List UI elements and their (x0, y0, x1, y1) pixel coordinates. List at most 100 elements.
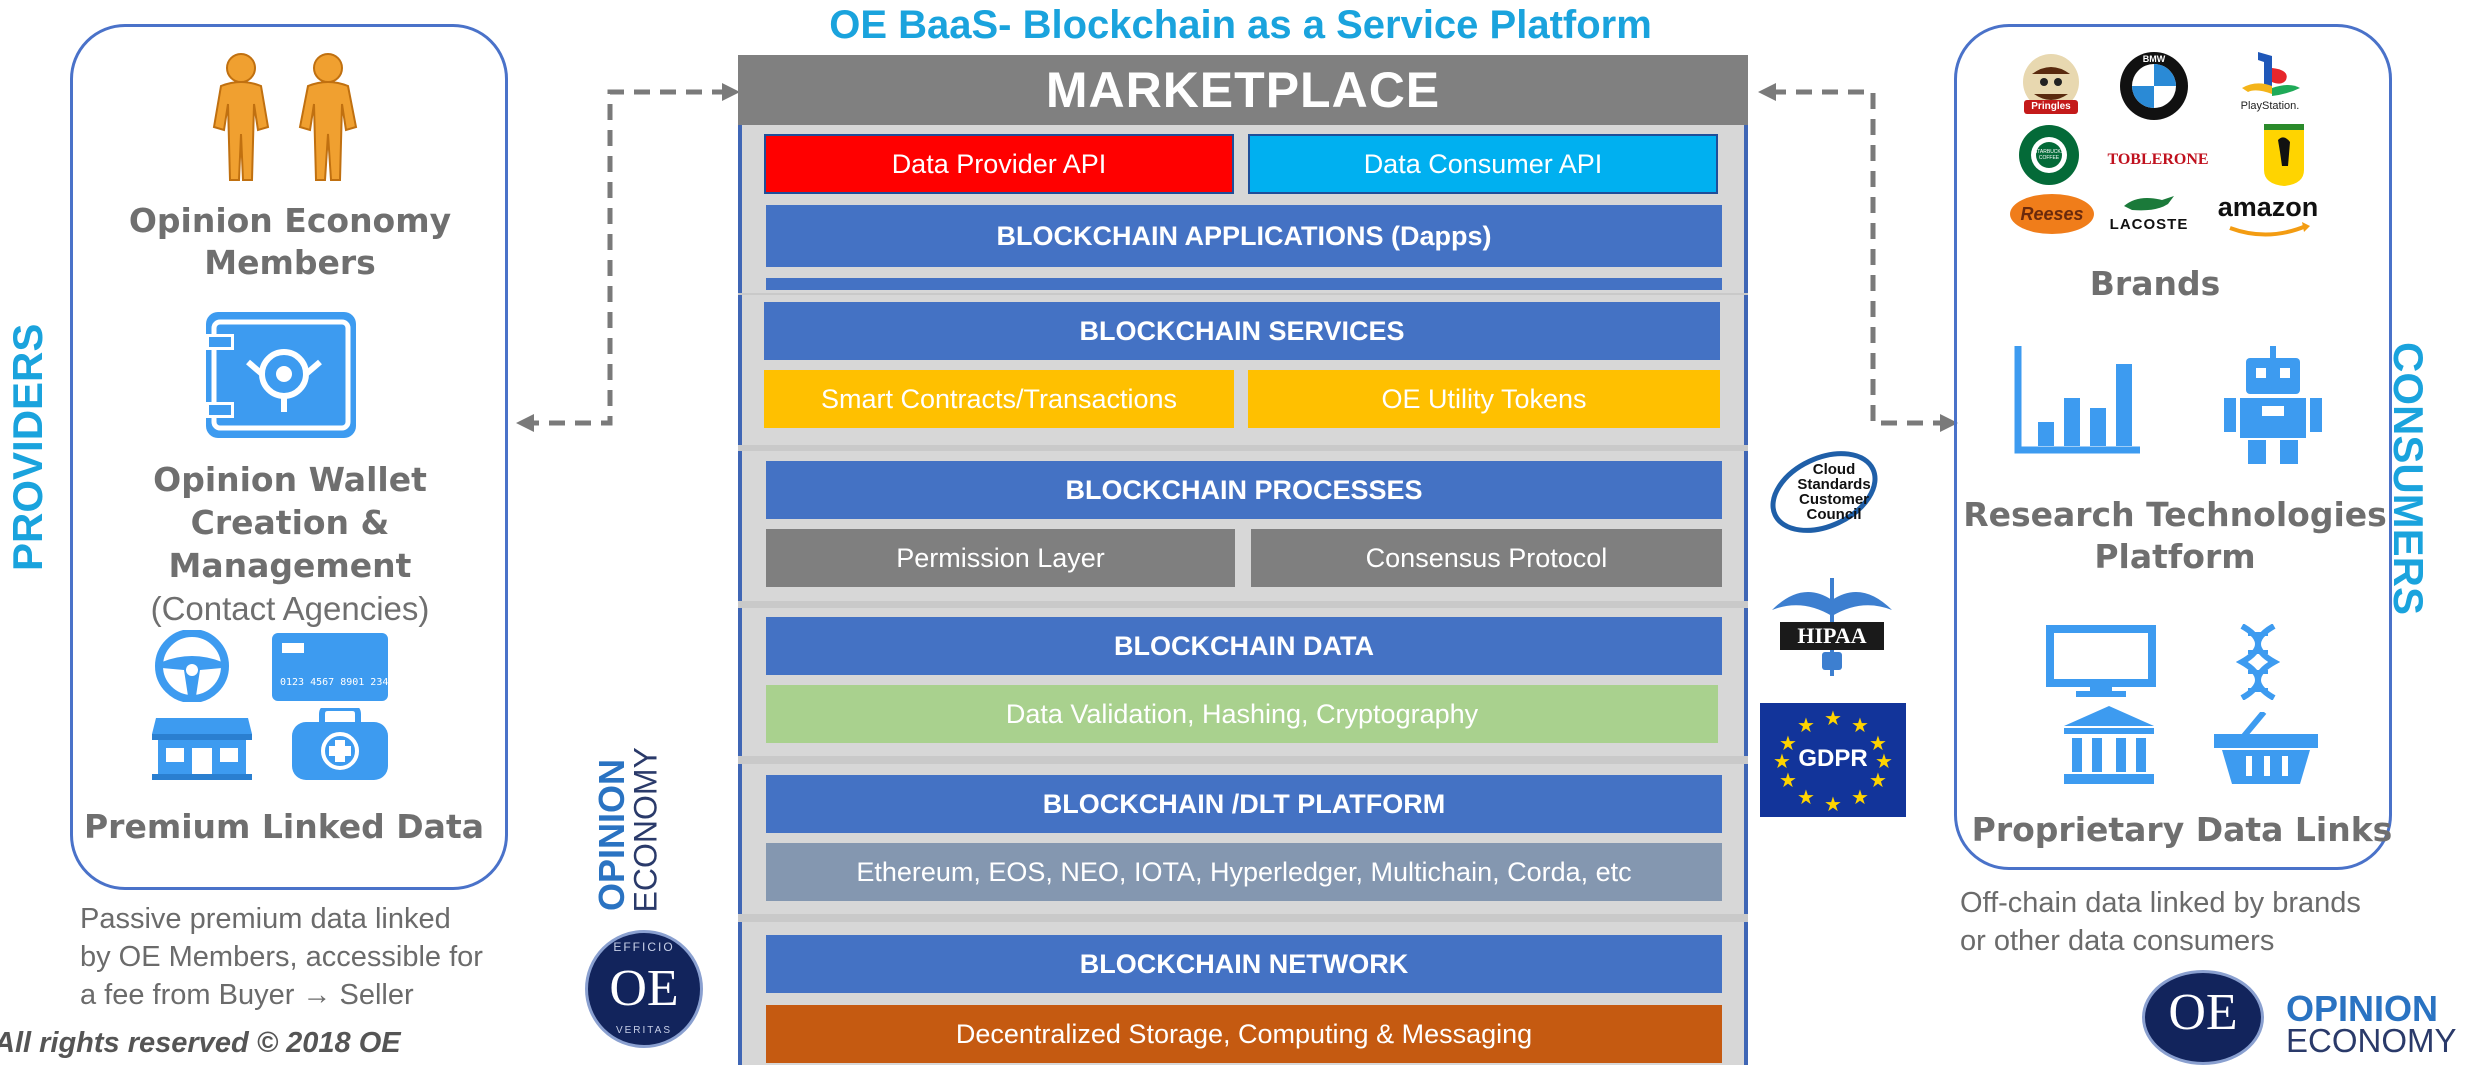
svg-text:★: ★ (1779, 733, 1797, 755)
seal-left-top: EFFICIO (613, 940, 675, 954)
cloud-line2: Standards (1797, 476, 1871, 493)
svg-text:★: ★ (1851, 787, 1869, 809)
wallet-line3: (Contact Agencies) (150, 590, 430, 627)
blockchain-data: BLOCKCHAIN DATA (766, 617, 1722, 675)
blockchain-applications: BLOCKCHAIN APPLICATIONS (Dapps) (766, 205, 1722, 267)
consumers-note-line1: Off-chain data linked by brands (1960, 887, 2361, 919)
eu-stars: ★★★ ★★★ ★★★ ★★★ (1773, 708, 1893, 816)
brands-label: Brands (2089, 264, 2221, 303)
lacoste-text: LACOSTE (2109, 216, 2189, 233)
brand-logo-bmw: BMW (2118, 50, 2190, 122)
svg-text:★: ★ (1851, 715, 1869, 737)
decentralized-storage: Decentralized Storage, Computing & Messa… (766, 1005, 1722, 1063)
dna-icon (2236, 624, 2280, 700)
wallet-line2: Creation & Management (168, 503, 412, 585)
basket-icon (2214, 712, 2318, 784)
members-line2: Members (204, 243, 376, 282)
playstation-text: PlayStation. (2240, 100, 2300, 112)
bank-icon (2064, 706, 2154, 786)
bmw-text: BMW (2142, 54, 2166, 64)
svg-text:★: ★ (1797, 715, 1815, 737)
brand-logo-pringles: Pringles (2020, 52, 2082, 118)
dlt-platforms: Ethereum, EOS, NEO, IOTA, Hyperledger, M… (766, 843, 1722, 901)
apps-underline (766, 278, 1722, 290)
research-line2: Platform (2094, 537, 2256, 576)
page-title: OE BaaS- Blockchain as a Service Platfor… (829, 3, 1652, 47)
svg-text:★: ★ (1797, 787, 1815, 809)
seal-left-initials: OE (609, 960, 679, 1017)
logo-right-word1: OPINION (2286, 988, 2439, 1029)
proprietary-data-links-label: Proprietary Data Links (1971, 810, 2393, 849)
consumers-label: CONSUMERS (2385, 342, 2432, 616)
gdpr-text: GDPR (1798, 745, 1868, 772)
blockchain-processes: BLOCKCHAIN PROCESSES (766, 461, 1722, 519)
blockchain-network: BLOCKCHAIN NETWORK (766, 935, 1722, 993)
wallet-line1: Opinion Wallet (153, 460, 427, 499)
arrow-providers-marketplace (516, 83, 740, 432)
svg-text:★: ★ (1869, 770, 1887, 792)
consumers-note-line2: or other data consumers (1960, 925, 2275, 957)
providers-note-line2: by OE Members, accessible for (80, 941, 483, 973)
cloud-standards-logo: Cloud Standards Customer Council (1762, 446, 1892, 538)
bar-chart-icon (2012, 346, 2142, 458)
blockchain-dlt-platform: BLOCKCHAIN /DLT PLATFORM (766, 775, 1722, 833)
monitor-icon (2046, 625, 2156, 697)
research-line1: Research Technologies (1963, 495, 2387, 534)
logo-right-word2: ECONOMY (2286, 1022, 2457, 1059)
consensus-protocol: Consensus Protocol (1251, 529, 1722, 587)
data-validation: Data Validation, Hashing, Cryptography (766, 685, 1718, 743)
cloud-line4: Council (1806, 506, 1862, 523)
svg-text:★: ★ (1869, 733, 1887, 755)
amazon-text: amazon (2217, 192, 2319, 222)
data-provider-api: Data Provider API (764, 134, 1234, 194)
marketplace-header: MARKETPLACE (738, 55, 1748, 125)
robot-icon (2218, 346, 2328, 466)
blockchain-services: BLOCKCHAIN SERVICES (764, 302, 1720, 360)
steering-wheel-icon (152, 630, 232, 702)
people-icon (196, 52, 376, 182)
svg-text:★: ★ (1824, 794, 1842, 816)
svg-text:★: ★ (1779, 770, 1797, 792)
hipaa-logo: HIPAA (1762, 570, 1902, 680)
store-icon (152, 714, 252, 780)
premium-linked-data-label: Premium Linked Data (84, 807, 484, 846)
arrow-marketplace-consumers (1758, 83, 1958, 432)
consumers-panel (1954, 24, 2392, 870)
starbucks-text: STARBUCKS COFFEE (2033, 149, 2065, 161)
oe-utility-tokens: OE Utility Tokens (1248, 370, 1720, 428)
brand-logo-amazon: amazon (2210, 190, 2326, 240)
seal-left-bottom: VERITAS (615, 1025, 673, 1036)
providers-note-line3: a fee from Buyer → Seller (80, 979, 414, 1011)
cloud-line1: Cloud (1812, 461, 1856, 478)
copyright: All rights reserved © 2018 OE (0, 1027, 401, 1059)
brand-logo-reeses: Reeses (2010, 194, 2094, 234)
brand-logo-ferrari (2262, 122, 2306, 188)
brand-logo-starbucks: STARBUCKS COFFEE (2018, 124, 2080, 186)
data-consumer-api: Data Consumer API (1248, 134, 1718, 194)
svg-text:★: ★ (1824, 708, 1842, 730)
pringles-text: Pringles (2031, 101, 2071, 112)
medical-bag-icon (290, 708, 390, 780)
cloud-line3: Customer (1798, 491, 1869, 508)
logo-left-word2: ECONOMY (627, 747, 664, 913)
members-line1: Opinion Economy (128, 201, 452, 240)
gdpr-logo: ★★★ ★★★ ★★★ ★★★ GDPR (1760, 703, 1906, 817)
providers-note-line1: Passive premium data linked (80, 903, 451, 935)
brand-logo-playstation: PlayStation. (2228, 48, 2312, 116)
credit-card-icon: 0123 4567 8901 2345 (272, 633, 388, 701)
svg-text:★: ★ (1773, 751, 1791, 773)
safe-icon (206, 312, 356, 438)
hipaa-text: HIPAA (1797, 623, 1867, 648)
opinion-economy-vertical-logo: OPINION ECONOMY (580, 747, 690, 913)
brand-logo-toblerone: TOBLERONE (2107, 151, 2209, 168)
brand-logo-lacoste: LACOSTE (2104, 190, 2194, 238)
seal-right-initials: OE (2168, 984, 2238, 1041)
providers-panel (70, 24, 508, 890)
permission-layer: Permission Layer (766, 529, 1235, 587)
oe-seal-left: EFFICIO OE VERITAS (585, 930, 703, 1048)
svg-text:★: ★ (1875, 751, 1893, 773)
smart-contracts: Smart Contracts/Transactions (764, 370, 1234, 428)
card-number: 0123 4567 8901 2345 (280, 677, 388, 688)
oe-seal-right: OE (2142, 970, 2264, 1065)
